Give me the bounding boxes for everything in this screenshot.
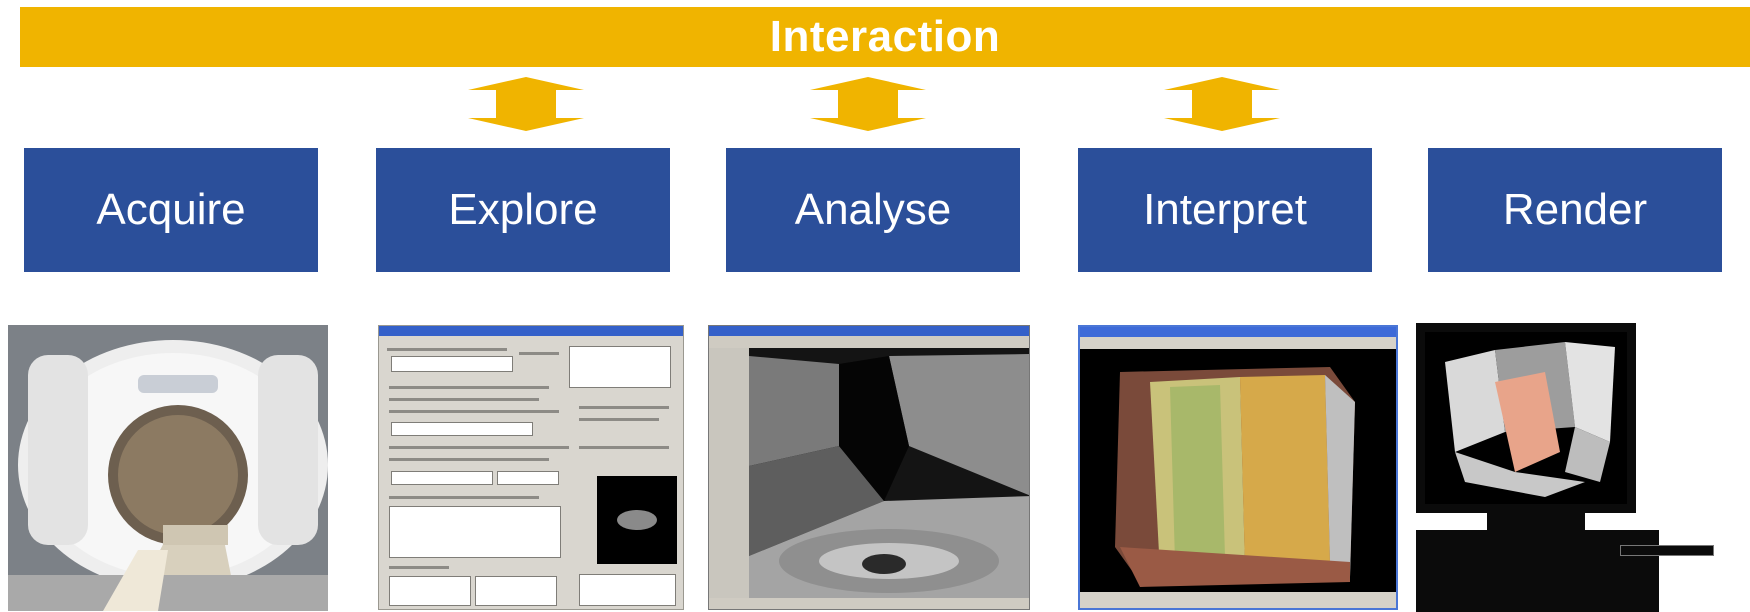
stage-interpret: Interpret <box>1078 148 1372 272</box>
computer-case <box>1416 530 1659 612</box>
interaction-label: Interaction <box>769 12 1001 61</box>
stage-label: Analyse <box>794 185 952 234</box>
stage-label: Acquire <box>96 185 246 234</box>
volume-rendering-window <box>1078 325 1398 610</box>
computer-stand <box>1487 512 1585 532</box>
stage-explore: Explore <box>376 148 670 272</box>
stage-render: Render <box>1428 148 1722 272</box>
drive-slot <box>1620 545 1714 556</box>
double-arrow-icon <box>1164 77 1280 131</box>
ct-slice-viewer <box>708 325 1030 610</box>
double-arrow-icon <box>810 77 926 131</box>
stage-label: Interpret <box>1143 185 1307 234</box>
interaction-banner: Interaction <box>20 7 1750 67</box>
stage-acquire: Acquire <box>24 148 318 272</box>
stage-label: Explore <box>448 185 598 234</box>
ct-scanner-photo <box>8 325 328 611</box>
computer-rendering-display <box>1425 332 1627 504</box>
double-arrow-icon <box>468 77 584 131</box>
stage-label: Render <box>1502 185 1648 234</box>
software-gui-screenshot <box>378 325 684 610</box>
stage-analyse: Analyse <box>726 148 1020 272</box>
